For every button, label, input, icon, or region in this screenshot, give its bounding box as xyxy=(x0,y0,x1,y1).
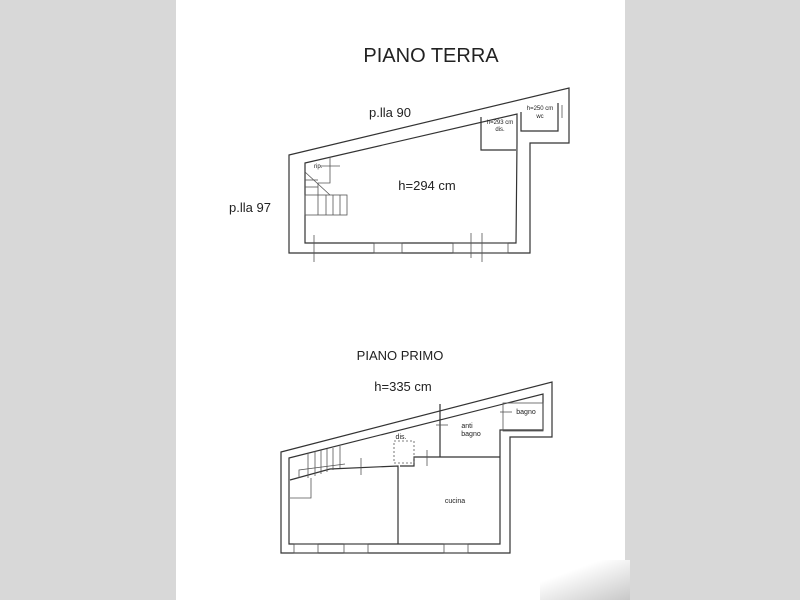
ground-height-label: h=294 cm xyxy=(398,178,455,193)
dis-label: dis. xyxy=(495,127,505,133)
wc-room-wall xyxy=(520,103,559,132)
parcel-left-label: p.lla 97 xyxy=(229,200,271,215)
dis-height-label: h=293 cm xyxy=(487,120,514,126)
first-partition-right xyxy=(400,456,500,467)
first-partition-left xyxy=(289,465,399,544)
first-inner-wall xyxy=(288,393,544,545)
cucina-label: cucina xyxy=(445,498,465,505)
landing-label: rip. xyxy=(314,164,323,170)
bagno-room-wall xyxy=(502,402,544,432)
staircase xyxy=(304,157,348,216)
anti-bagno-label-1: anti xyxy=(461,423,473,430)
first-floor-plan xyxy=(280,381,553,554)
ground-floor-title: PIANO TERRA xyxy=(363,45,499,67)
dis-room-wall xyxy=(480,117,516,151)
plan-sheet xyxy=(176,0,625,600)
first-openings xyxy=(293,411,512,554)
dis-shaft xyxy=(393,440,415,464)
first-floor-title: PIANO PRIMO xyxy=(357,348,444,363)
ground-floor-plan xyxy=(288,87,570,262)
wc-label: wc xyxy=(535,114,543,120)
first-height-label: h=335 cm xyxy=(374,379,431,394)
wc-height-label: h=250 cm xyxy=(527,106,554,112)
anti-bagno-label-2: bagno xyxy=(461,431,481,438)
parcel-top-label: p.lla 90 xyxy=(369,105,411,120)
first-dis-label: dis. xyxy=(396,434,407,441)
bagno-label: bagno xyxy=(516,409,536,416)
first-outer-wall xyxy=(280,381,553,554)
page-shadow xyxy=(540,560,630,600)
openings xyxy=(313,105,563,262)
ground-outer-wall xyxy=(288,87,570,254)
first-staircase xyxy=(290,446,346,499)
ground-inner-wall xyxy=(304,113,518,244)
